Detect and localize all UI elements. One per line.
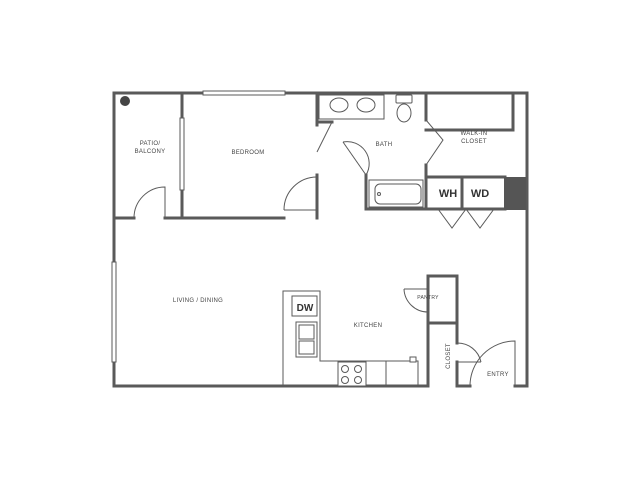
refrigerator-space <box>385 356 419 387</box>
living-dining-label: LIVING / DINING <box>173 298 223 304</box>
interior-walls <box>112 91 515 388</box>
balcony-label: BALCONY <box>135 149 166 155</box>
bedroom-label: BEDROOM <box>231 150 264 156</box>
stove-icon <box>337 361 367 387</box>
walk-in-label: WALK-IN <box>461 131 488 137</box>
structural-column <box>504 177 526 210</box>
bath-label: BATH <box>376 142 393 148</box>
pantry-label: PANTRY <box>417 295 439 301</box>
bathtub-icon <box>368 179 424 208</box>
water-heater-label: WH <box>439 188 457 200</box>
entry-label: ENTRY <box>487 372 509 378</box>
closet-label: CLOSET <box>461 139 487 145</box>
windows <box>111 90 286 363</box>
dishwasher-label: DW <box>297 303 314 314</box>
toilet-icon <box>395 94 413 123</box>
patio-label: PATIO/ <box>140 141 161 147</box>
exterior-walls <box>112 91 529 388</box>
washer-dryer-label: WD <box>471 188 489 200</box>
kitchen-label: KITCHEN <box>354 323 382 329</box>
closet-vertical-label: CLOSET <box>446 343 452 369</box>
door-swing-icon <box>133 119 516 387</box>
patio-post <box>120 96 130 106</box>
kitchen-sink-icon <box>295 321 318 358</box>
sink-icon <box>318 94 385 120</box>
